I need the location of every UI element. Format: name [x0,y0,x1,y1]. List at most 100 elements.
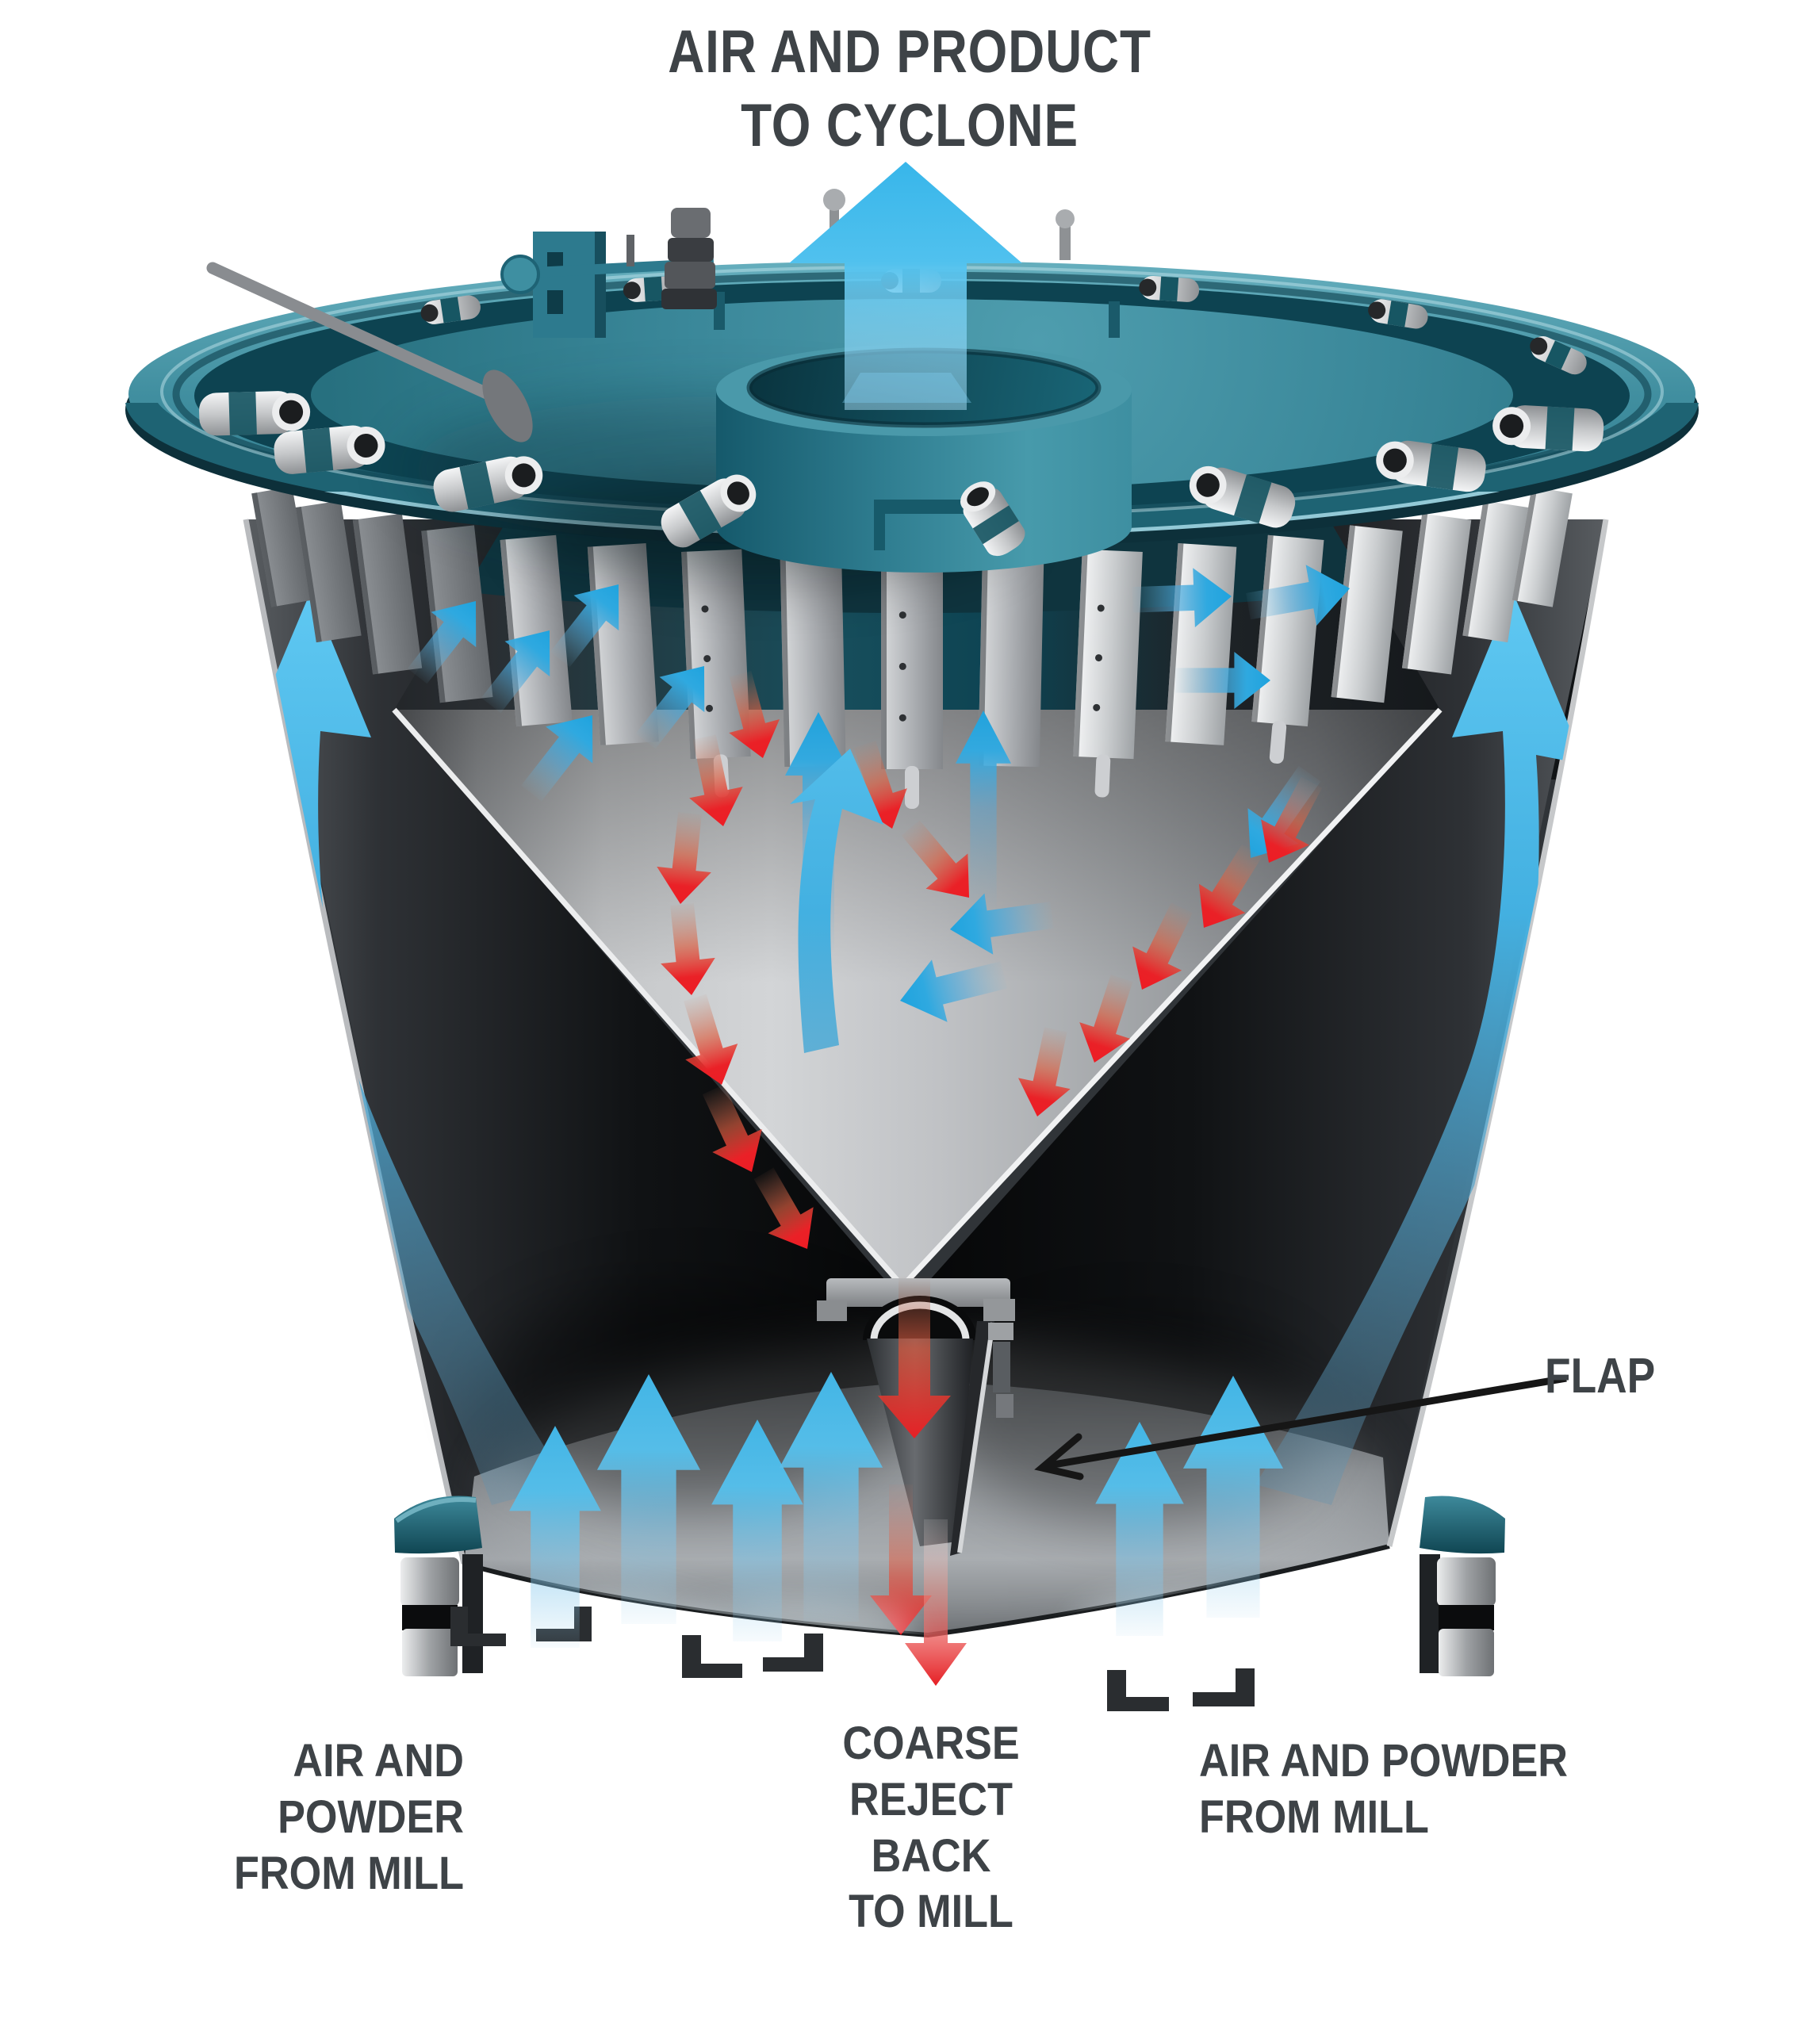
vane-edge [681,551,696,760]
flap-label: FLAP [1545,1349,1656,1404]
vane-edge [1331,525,1356,698]
bracket [1236,1668,1255,1706]
vane-edge [881,555,887,769]
lever-blade [482,370,533,442]
rim-pin [1059,224,1071,260]
lever-rod [206,262,496,401]
guide-vane [780,553,846,768]
spout-assembly [817,1275,1015,1556]
label-air-and-powder-from-mill-left: AIR AND POWDER FROM MILL [234,1735,464,1899]
lid-roller [198,389,311,437]
vane-plate [780,553,846,768]
shell-right-wall [912,519,1606,1546]
vane-edge [1401,513,1428,669]
vane-pin [1094,754,1111,798]
vane-edge [352,519,379,675]
foot-left-roller-2 [402,1629,458,1676]
flap-edge-highlight [957,1322,995,1553]
flap-leader-arrowhead [1034,1433,1084,1480]
foot-right-roller-2 [1439,1629,1494,1676]
cone-left-edge [392,707,905,1289]
vane-rivet [703,655,711,663]
vane-edge [1073,549,1088,757]
reject-arrow-out-2 [905,1519,967,1686]
guide-vane [881,555,943,809]
vane-pin [905,766,919,809]
reject-arrow-out-1 [870,1484,932,1635]
hinge-plate [988,1323,1013,1340]
vane-rivet [1094,654,1102,662]
glow [1075,1594,1297,1635]
flange-left [394,1496,482,1554]
guide-vane [1073,549,1143,798]
rim-pin [626,235,634,266]
stack-segment [661,289,717,309]
air-arrow-to-cyclone [789,162,1022,410]
guide-vane [1462,500,1529,643]
center-cylinder [716,390,1132,573]
vane-edge [251,492,278,607]
vane-edge [978,553,988,766]
label-air-and-powder-from-mill-right: AIR AND POWDER FROM MILL [1199,1735,1568,1843]
outlet-air-arrow [789,162,1022,410]
flange-left-highlight [395,1497,477,1523]
label-coarse-reject-back-to-mill: COARSE REJECT BACK TO MILL [842,1718,1020,1938]
bracket [450,1634,506,1646]
bracket-plate-side [595,232,606,338]
foot-left-band [402,1605,458,1630]
hinge-stop [996,1394,1013,1418]
foot-right-roller-1 [1437,1557,1496,1607]
stack-segment [668,238,714,262]
title-air-and-product-to-cyclone: AIR AND PRODUCT TO CYCLONE [668,18,1151,159]
flange-right [1420,1496,1505,1554]
bracket [804,1634,823,1672]
foot-right-bracket [1420,1554,1440,1673]
vane-rivet [899,611,906,619]
rim-pin-ball [823,189,845,211]
ball-handle [500,255,540,294]
foot-left-roller-1 [400,1557,459,1607]
flap-hinge [988,1323,1013,1418]
hinge-arm [993,1342,1010,1392]
bracket [1107,1697,1169,1711]
stack-segment [671,208,711,238]
vane-rivet [899,662,906,670]
disc-tab [1109,301,1120,338]
rim-pin-ball [1056,209,1075,228]
vane-plate [978,553,1044,768]
bracket [682,1664,742,1678]
vane-plate [881,555,943,769]
bracket-plate [533,232,601,338]
shell-left-cut-edge [243,519,467,1565]
guide-vane [1512,486,1573,607]
cone-right-edge [900,707,1443,1289]
guide-vane [251,486,312,607]
handle-leg [874,500,885,550]
flap-leader [1034,1374,1567,1480]
vane-edge [1462,500,1489,637]
foot-left [400,1554,483,1676]
air-arrow-curved-center [790,749,883,1053]
vane-rivet [1097,604,1105,612]
vane-rivet [1093,703,1101,711]
stack-segment [665,262,715,289]
guide-vane [295,500,362,643]
vane-rivet [899,714,906,722]
support-feet [394,1496,1505,1711]
guide-vane [1331,525,1403,703]
guide-vane [978,553,1044,768]
foot-right-band [1439,1605,1494,1630]
spout-tube [867,1339,973,1546]
bracket-slot [547,290,563,314]
vane-edge [1512,486,1538,601]
vane-edge [780,554,791,768]
flap-leader-line [1048,1374,1567,1469]
spout-collar-tab-right [983,1299,1015,1321]
vane-rivet [705,704,713,712]
vane-plate [1073,549,1143,760]
vane-rivet [701,605,709,613]
foot-right [1420,1554,1496,1676]
spout-collar-tab-left [817,1300,847,1321]
